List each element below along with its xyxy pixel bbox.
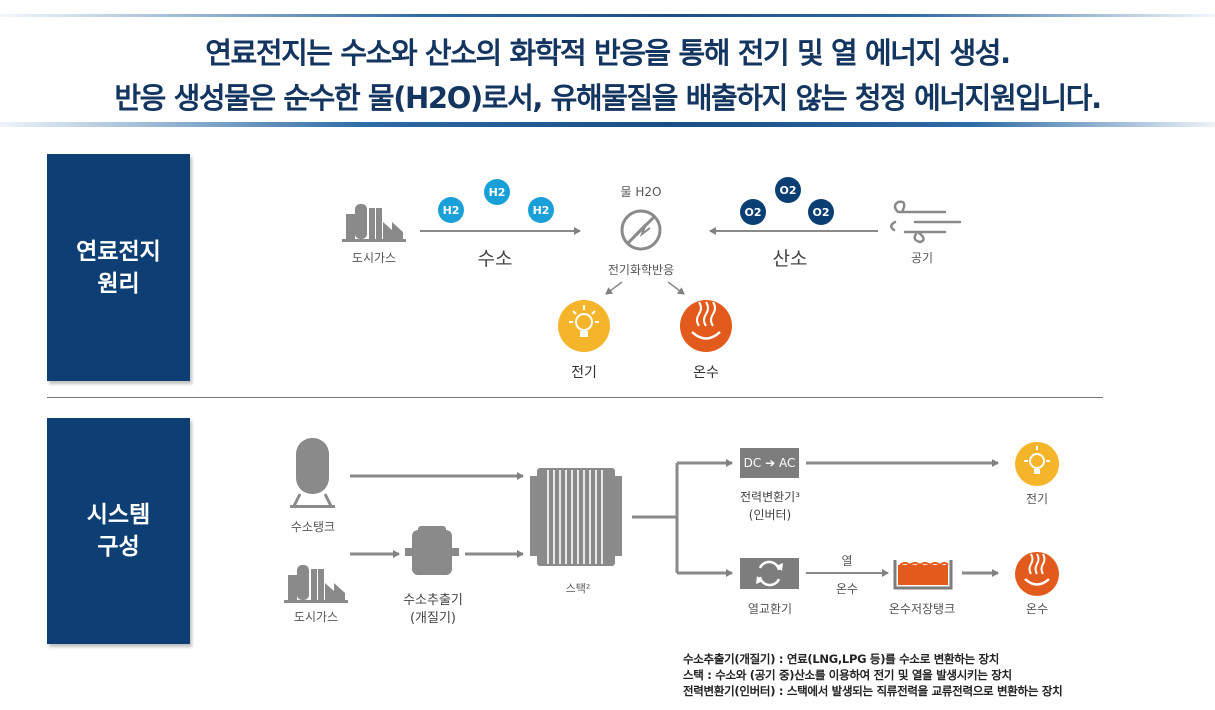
header-bottom-rule [0, 122, 1215, 127]
stack-label: 스택² [565, 582, 591, 595]
reaction-icon [620, 209, 662, 251]
hot-water-storage-tank-icon [893, 560, 953, 590]
system-factory-icon [284, 565, 348, 603]
h2-molecule-icon: H2 [528, 197, 554, 223]
o2-molecule-icon: O2 [740, 199, 766, 225]
reformer-icon [405, 526, 459, 575]
reformer-label: 수소추출기 (개질기) [403, 593, 463, 626]
hydrogen-tank-label: 수소탱크 [290, 520, 336, 534]
h2-molecule-icon: H2 [438, 197, 464, 223]
section-divider [47, 397, 1103, 398]
headline-line-1: 연료전지는 수소와 산소의 화학적 반응을 통해 전기 및 열 에너지 생성. [205, 36, 1011, 70]
o2-molecule-label: O2 [812, 205, 830, 219]
h2-molecule-label: H2 [442, 203, 460, 217]
heat-exchanger-label: 열교환기 [747, 602, 793, 616]
section-principle-label: 연료전지 원리 [47, 154, 190, 381]
footnote-converter: 전력변환기(인버터) : 스택에서 발생되는 직류전력을 교류전력으로 변환하는… [683, 684, 1063, 698]
system-hot-water-label: 온수 [1025, 602, 1049, 616]
stack-icon [530, 468, 622, 566]
o2-molecule-label: O2 [779, 183, 797, 197]
water-label: 물 H2O [620, 185, 662, 199]
headline-line-2: 반응 생성물은 순수한 물(H2O)로서, 유해물질을 배출하지 않는 청정 에… [114, 81, 1102, 115]
system-electricity-label: 전기 [1025, 492, 1049, 506]
factory-icon [342, 204, 406, 242]
o2-molecule-icon: O2 [775, 177, 801, 203]
electricity-bulb-icon [558, 300, 610, 352]
h2-molecule-label: H2 [488, 185, 506, 199]
converter-label: 전력변환기³ (인버터) [739, 490, 801, 522]
section-system-label: 시스템 구성 [47, 418, 190, 644]
oxygen-label: 산소 [772, 248, 808, 270]
footnote-reformer: 수소추출기(개질기) : 연료(LNG,LPG 등)를 수소로 변환하는 장치 [683, 652, 1000, 666]
air-label: 공기 [910, 251, 934, 265]
hot-water-flow-label: 온수 [835, 582, 859, 596]
city-gas-label: 도시가스 [351, 251, 397, 265]
reaction-label: 전기화학반응 [607, 263, 675, 277]
converter-dc-ac-box: DC ➔ AC [740, 448, 799, 478]
storage-tank-label: 온수저장탱크 [888, 602, 956, 616]
h2-molecule-icon: H2 [484, 179, 510, 205]
header-top-rule [0, 14, 1215, 17]
hydrogen-tank-icon [290, 438, 335, 508]
hot-water-icon [680, 300, 732, 352]
system-city-gas-label: 도시가스 [293, 610, 339, 624]
system-electricity-bulb-icon [1015, 442, 1059, 486]
heat-exchanger-icon [740, 558, 799, 589]
hydrogen-label: 수소 [477, 248, 513, 270]
air-wind-icon [890, 200, 962, 244]
o2-molecule-icon: O2 [808, 199, 834, 225]
hot-water-label: 온수 [693, 365, 719, 381]
electricity-label: 전기 [571, 365, 597, 381]
footnote-stack: 스택 : 수소와 (공기 중)산소를 이용하여 전기 및 열을 발생시키는 장치 [683, 668, 1012, 682]
system-hot-water-icon [1015, 552, 1059, 596]
heat-label: 열 [841, 554, 853, 568]
h2-molecule-label: H2 [532, 203, 550, 217]
o2-molecule-label: O2 [744, 205, 762, 219]
